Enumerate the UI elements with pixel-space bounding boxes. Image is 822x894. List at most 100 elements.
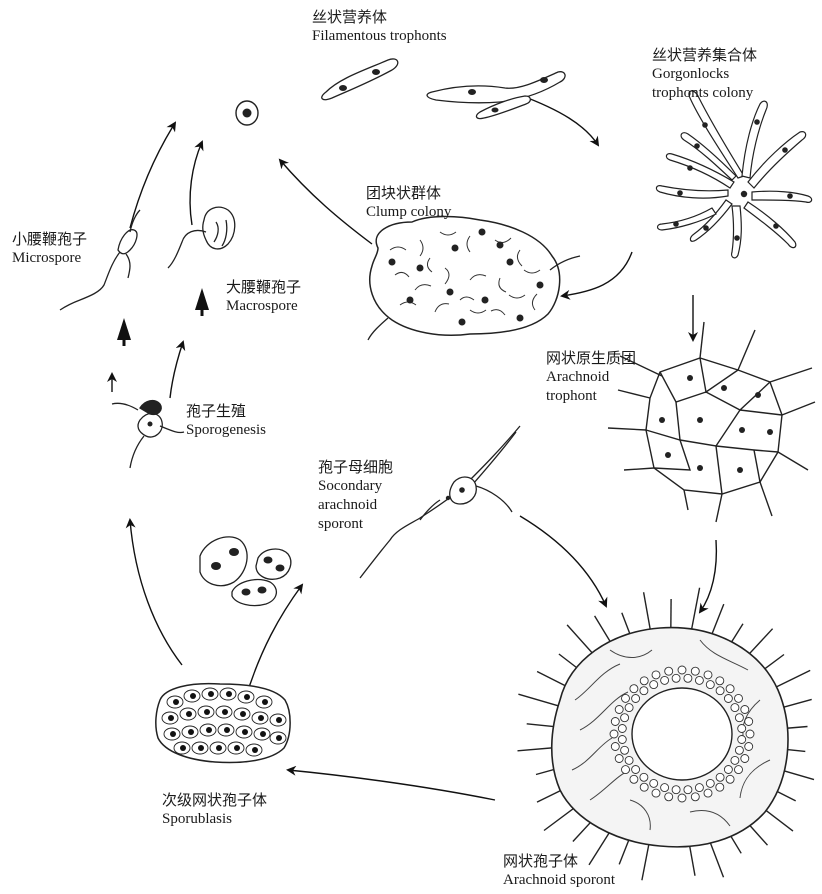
label-filamentous-trophonts: 丝状营养体 Filamentous trophonts [312, 8, 447, 46]
arrow-sporogenesis-to-macro [170, 342, 183, 398]
label-zh: 丝状营养体 [312, 8, 447, 27]
sporont-granule [716, 783, 724, 791]
label-en-2: trophont [546, 387, 636, 406]
sporont-granule [738, 725, 746, 733]
label-zh: 次级网状孢子体 [162, 791, 267, 810]
triangle-markers [117, 288, 209, 346]
sporont-granule [630, 775, 638, 783]
sporont-granule [704, 789, 712, 797]
sporont-granule [652, 671, 660, 679]
sporont-granule [665, 793, 673, 801]
arrow-secondary-to-sporont [520, 516, 606, 606]
sporont-granule [625, 756, 633, 764]
sporont-granule [678, 794, 686, 802]
sporont-granule [741, 706, 749, 714]
sporont-spike [691, 588, 700, 634]
sporont-granule [726, 775, 734, 783]
sporont-granule [695, 676, 703, 684]
label-zh: 丝状营养集合体 [652, 46, 757, 65]
cyst-cell [236, 101, 258, 125]
arachnoid-sporont-drawing [518, 588, 815, 881]
sporont-granule [632, 695, 640, 703]
sporont-granule [731, 704, 739, 712]
sporont-granule [611, 743, 619, 751]
sporublasis-drawing [156, 684, 290, 763]
arrow-macro-to-top [190, 142, 202, 225]
sporont-spike [689, 842, 695, 876]
label-secondary-sporont: 孢子母细胞 Socondary arachnoid sporont [318, 458, 393, 534]
label-en: Clump colony [366, 203, 451, 222]
sporont-granule [661, 676, 669, 684]
triangle-icon-left [117, 318, 131, 340]
label-arachnoid-sporont: 网状孢子体 Arachnoid sporont [503, 852, 615, 890]
sporont-spike [642, 842, 649, 880]
sporont-granule [611, 718, 619, 726]
label-gorgonlocks-colony: 丝状营养集合体 Gorgonlocks trophonts colony [652, 46, 757, 103]
label-en-1: Socondary [318, 477, 393, 496]
label-macrospore: 大腰鞭孢子 Macrospore [226, 278, 301, 316]
arrow-arachnoid-to-sporont [700, 540, 716, 612]
clump-colony-drawing [368, 217, 580, 341]
sporont-granule [640, 677, 648, 685]
sporont-granule [735, 714, 743, 722]
sporont-granule [741, 755, 749, 763]
label-en: Filamentous trophonts [312, 27, 447, 46]
label-zh: 孢子母细胞 [318, 458, 393, 477]
sporont-granule [735, 746, 743, 754]
sporont-granule [726, 685, 734, 693]
sporont-granule [691, 667, 699, 675]
filamentous-trophonts-drawing [322, 59, 565, 119]
label-en: Microspore [12, 249, 87, 268]
label-arachnoid-trophont: 网状原生质团 Arachnoid trophont [546, 349, 636, 406]
label-en-3: sporont [318, 515, 393, 534]
sporont-granule [650, 681, 658, 689]
sporont-granule [706, 681, 714, 689]
label-en-2: trophonts colony [652, 84, 757, 103]
arachnoid-trophont-drawing [608, 322, 815, 522]
label-zh: 团块状群体 [366, 184, 451, 203]
arrow-clump-to-top [280, 160, 372, 244]
sporont-granule [640, 773, 648, 781]
sporont-granule [610, 730, 618, 738]
sporont-granule [691, 793, 699, 801]
sporont-granule [746, 730, 754, 738]
sporont-granule [615, 706, 623, 714]
sporont-granule [672, 786, 680, 794]
sporont-granule [650, 779, 658, 787]
cysts-drawing [200, 537, 291, 606]
sporont-granule [622, 766, 630, 774]
gorgonlocks-colony-drawing [656, 91, 811, 258]
sporont-granule [632, 766, 640, 774]
label-en: Arachnoid sporont [503, 871, 615, 890]
arrow-sporublasis-to-sporogenesis [130, 520, 182, 665]
arrow-micro-to-top [130, 123, 175, 228]
sporont-granule [621, 714, 629, 722]
sporont-granule [652, 789, 660, 797]
sporont-granule [665, 667, 673, 675]
sporont-granule [735, 694, 743, 702]
label-zh: 小腰鞭孢子 [12, 230, 87, 249]
sporont-granule [724, 695, 732, 703]
label-en-2: arachnoid [318, 496, 393, 515]
sporont-granule [622, 694, 630, 702]
label-zh: 网状原生质团 [546, 349, 636, 368]
label-en: Sporogenesis [186, 421, 266, 440]
sporont-granule [678, 666, 686, 674]
sporont-granule [745, 743, 753, 751]
sporont-granule [695, 784, 703, 792]
sporont-granule [672, 674, 680, 682]
sporont-granule [684, 786, 692, 794]
sporont-granule [706, 779, 714, 787]
label-en: Macrospore [226, 297, 301, 316]
label-zh: 网状孢子体 [503, 852, 615, 871]
sporont-granule [618, 725, 626, 733]
sporont-granule [630, 685, 638, 693]
sporont-granule [716, 687, 724, 695]
sporont-granule [661, 784, 669, 792]
macrospore-drawing [168, 207, 235, 268]
label-microspore: 小腰鞭孢子 Microspore [12, 230, 87, 268]
sporont-granule [724, 766, 732, 774]
label-zh: 大腰鞭孢子 [226, 278, 301, 297]
label-clump-colony: 团块状群体 Clump colony [366, 184, 451, 222]
